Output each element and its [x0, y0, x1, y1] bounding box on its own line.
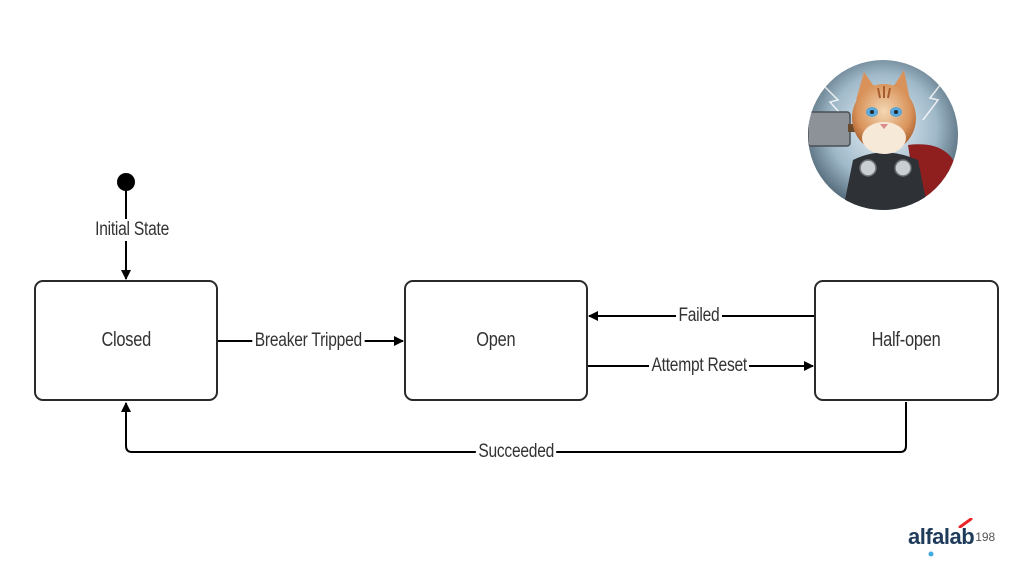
cat-avatar-image [808, 60, 958, 210]
state-label-closed: Closed [101, 329, 151, 351]
transition-label-succeeded: Succeeded [475, 441, 557, 463]
page-number: 198 [975, 530, 996, 544]
state-closed: Closed [34, 280, 218, 401]
state-label-open: Open [476, 329, 516, 351]
state-half-open: Half-open [814, 280, 999, 401]
state-label-half-open: Half-open [872, 329, 941, 351]
state-open: Open [404, 280, 588, 401]
transition-label-failed: Failed [676, 305, 722, 327]
logo-wordmark: alfalab [908, 524, 975, 549]
initial-state-dot [117, 173, 135, 191]
logo-dot [928, 551, 934, 557]
alfalab-logo: alfalab 198 [908, 518, 996, 557]
transition-label-initial: Initial State [92, 219, 172, 241]
transition-label-breaker-tripped: Breaker Tripped [252, 330, 365, 352]
logo-text: alfalab [908, 518, 975, 557]
logo-accent-mark [958, 518, 973, 528]
transition-label-attempt-reset: Attempt Reset [649, 355, 750, 377]
